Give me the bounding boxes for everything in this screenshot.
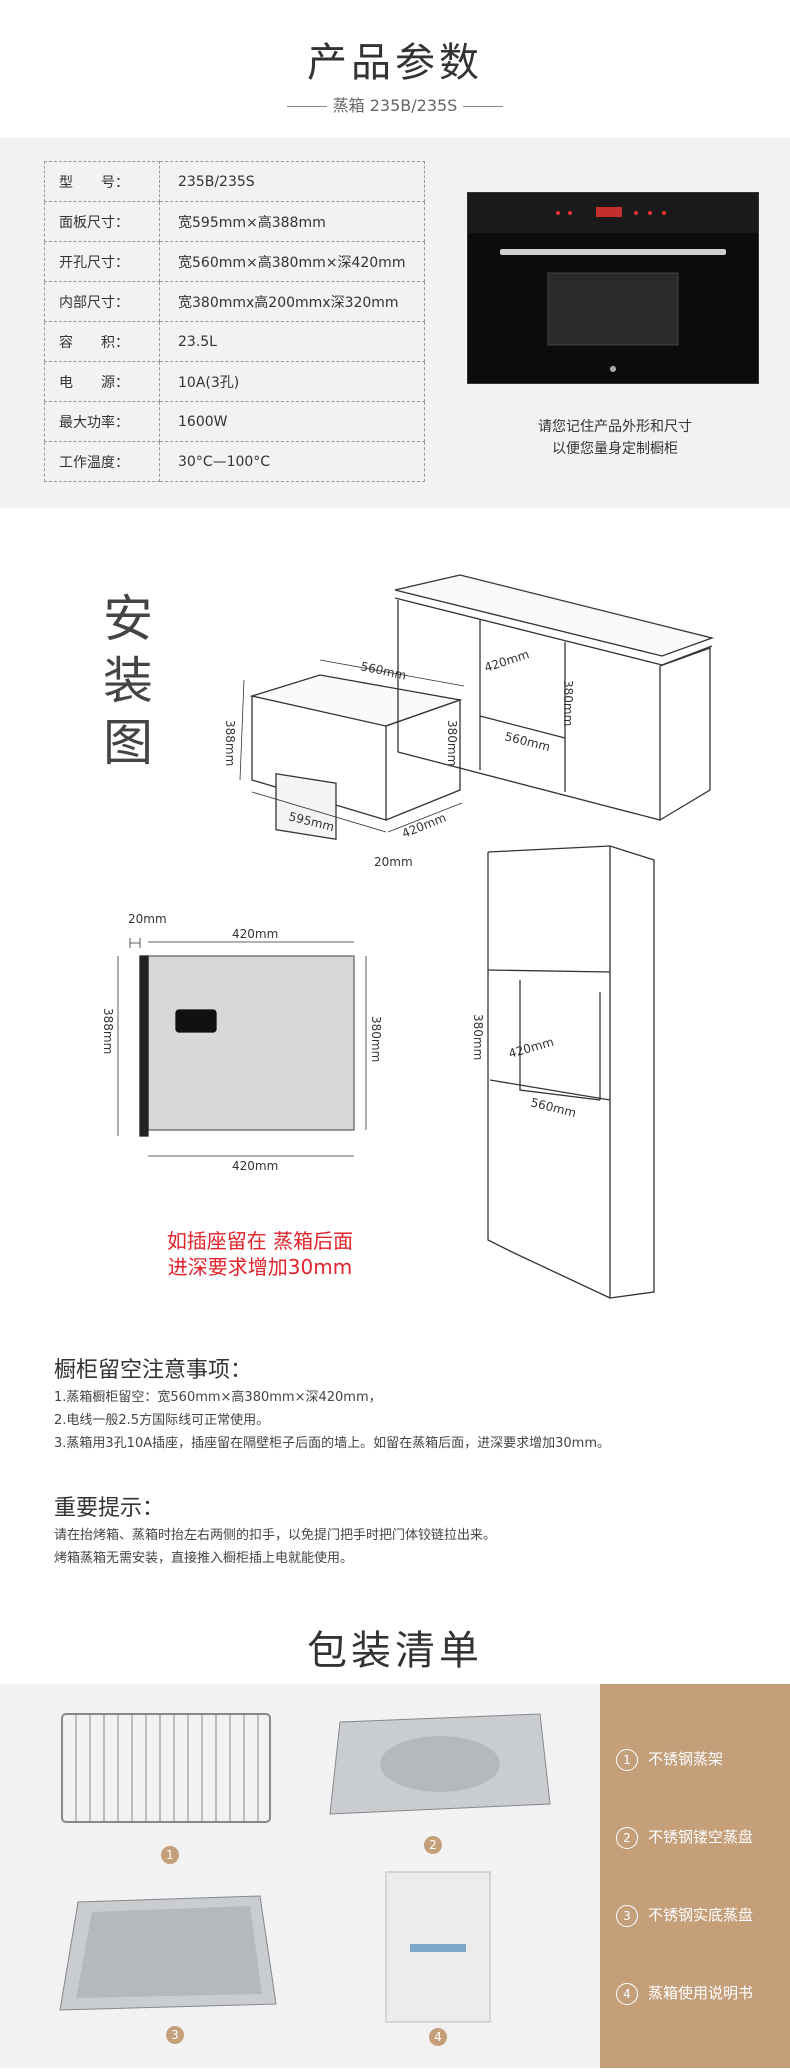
param-value: 235B/235S <box>159 161 425 202</box>
dim-label: 560mm <box>529 1095 577 1120</box>
install-label: 安 装 图 <box>98 588 158 774</box>
dim-label: 560mm <box>359 659 407 682</box>
important-list: 请在抬烤箱、蒸箱时抬左右两侧的扣手，以免提门把手时把门体铰链拉出来。 烤箱蒸箱无… <box>54 1524 754 1570</box>
page-title: 产品参数 <box>307 40 483 86</box>
table-row: 内部尺寸：宽380mmx高200mmx深320mm <box>44 281 425 322</box>
item-number: 4 <box>616 1982 638 2005</box>
dim-label: 420mm <box>483 647 531 675</box>
list-item: 烤箱蒸箱无需安装，直接推入橱柜插上电就能使用。 <box>54 1551 354 1566</box>
param-value: 30°C—100°C <box>159 441 425 482</box>
params-table: 型 号：235B/235S 面板尺寸：宽595mm×高388mm 开孔尺寸：宽5… <box>44 161 425 482</box>
install-diagrams: 560mm 388mm 380mm 595mm 420mm 20mm 420mm… <box>101 574 715 1299</box>
table-row: 型 号：235B/235S <box>44 161 425 202</box>
perforated-tray-image <box>329 1713 551 1815</box>
table-row: 面板尺寸：宽595mm×高388mm <box>44 201 425 242</box>
dim-label: 388mm <box>101 1008 115 1054</box>
packing-illustrations <box>59 1713 551 2023</box>
list-item: 1 不锈钢蒸架 <box>616 1748 723 1771</box>
cabinet-notes-title: 橱柜留空注意事项： <box>54 1358 253 1383</box>
param-value: 10A(3孔) <box>159 361 425 402</box>
page-subtitle: 蒸箱 235B/235S <box>0 92 790 116</box>
item-number: 2 <box>616 1826 638 1849</box>
dim-label: 380mm <box>561 680 575 726</box>
list-item: 3 不锈钢实底蒸盘 <box>616 1904 753 1927</box>
item-number: 3 <box>616 1904 638 1927</box>
param-key: 容 积： <box>44 321 160 362</box>
dim-label: 420mm <box>232 927 278 941</box>
image-number-badge: 2 <box>424 1836 442 1854</box>
list-item: 4 蒸箱使用说明书 <box>616 1982 753 2005</box>
list-item: 1.蒸箱橱柜留空：宽560mm×高380mm×深420mm， <box>54 1390 382 1405</box>
oven-photo: ● <box>467 192 759 384</box>
dim-label: 380mm <box>471 1014 485 1060</box>
socket-note-line: 进深要求增加30mm <box>167 1255 353 1279</box>
table-row: 容 积：23.5L <box>44 321 425 362</box>
table-row: 开孔尺寸：宽560mm×高380mm×深420mm <box>44 241 425 282</box>
param-value: 1600W <box>159 401 425 442</box>
install-label-char: 装 <box>103 652 153 710</box>
cabinet-diagram <box>394 574 715 821</box>
item-label: 蒸箱使用说明书 <box>648 1984 754 2002</box>
param-value: 23.5L <box>159 321 425 362</box>
dim-label: 388mm <box>223 720 237 766</box>
socket-note-line: 如插座留在 蒸箱后面 <box>166 1229 354 1253</box>
subtitle-text: 蒸箱 235B/235S <box>332 96 458 115</box>
side-view-diagram <box>117 938 367 1157</box>
oven-note-line: 请您记住产品外形和尺寸 <box>538 419 692 435</box>
param-key: 工作温度： <box>44 441 160 482</box>
important-title: 重要提示： <box>54 1496 165 1521</box>
oven-illustration: ● <box>468 193 758 383</box>
svg-text:●: ● <box>610 364 617 373</box>
param-key: 最大功率： <box>44 401 160 442</box>
list-item: 2.电线一般2.5方国际线可正常使用。 <box>54 1413 270 1428</box>
dim-label: 20mm <box>374 855 413 869</box>
dim-label: 20mm <box>128 912 167 926</box>
manual-image <box>385 1871 491 2023</box>
dim-label: 420mm <box>507 1035 555 1061</box>
steam-rack-image <box>61 1713 271 1823</box>
image-number-badge: 4 <box>429 2028 447 2046</box>
item-label: 不锈钢镂空蒸盘 <box>648 1828 754 1846</box>
cabinet-notes-list: 1.蒸箱橱柜留空：宽560mm×高380mm×深420mm， 2.电线一般2.5… <box>54 1386 754 1455</box>
packing-title: 包装清单 <box>307 1628 483 1674</box>
table-row: 电 源：10A(3孔) <box>44 361 425 402</box>
oven-note-line: 以便您量身定制橱柜 <box>552 441 678 457</box>
item-number: 1 <box>616 1748 638 1771</box>
param-value: 宽380mmx高200mmx深320mm <box>159 281 425 322</box>
param-key: 开孔尺寸： <box>44 241 160 282</box>
table-row: 工作温度：30°C—100°C <box>44 441 425 482</box>
divider <box>463 106 504 107</box>
install-label-char: 图 <box>103 714 153 772</box>
packing-list: 1 不锈钢蒸架 2 不锈钢镂空蒸盘 3 不锈钢实底蒸盘 4 蒸箱使用说明书 <box>600 1684 790 2068</box>
packing-images: 1 2 3 4 <box>0 1684 600 2068</box>
param-key: 面板尺寸： <box>44 201 160 242</box>
solid-tray-image <box>59 1895 277 2011</box>
dim-label: 380mm <box>369 1016 383 1062</box>
image-number-badge: 3 <box>166 2026 184 2044</box>
dim-label: 420mm <box>232 1159 278 1173</box>
dim-label: 420mm <box>400 810 448 840</box>
item-label: 不锈钢蒸架 <box>648 1750 724 1768</box>
param-value: 宽595mm×高388mm <box>159 201 425 242</box>
table-row: 最大功率：1600W <box>44 401 425 442</box>
dim-label: 380mm <box>445 720 459 766</box>
list-item: 3.蒸箱用3孔10A插座，插座留在隔壁柜子后面的墙上。如留在蒸箱后面，进深要求增… <box>54 1436 610 1451</box>
param-value: 宽560mm×高380mm×深420mm <box>159 241 425 282</box>
param-key: 内部尺寸： <box>44 281 160 322</box>
oven-note: 请您记住产品外形和尺寸 以便您量身定制橱柜 <box>470 416 760 460</box>
item-label: 不锈钢实底蒸盘 <box>648 1906 754 1924</box>
install-label-char: 安 <box>103 590 153 648</box>
list-item: 请在抬烤箱、蒸箱时抬左右两侧的扣手，以免提门把手时把门体铰链拉出来。 <box>54 1528 497 1543</box>
tall-cabinet-diagram <box>487 845 655 1299</box>
list-item: 2 不锈钢镂空蒸盘 <box>616 1826 753 1849</box>
oven-iso-diagram <box>239 659 465 840</box>
param-key: 型 号： <box>44 161 160 202</box>
param-key: 电 源： <box>44 361 160 402</box>
image-number-badge: 1 <box>161 1846 179 1864</box>
socket-note: 如插座留在 蒸箱后面 进深要求增加30mm <box>110 1228 410 1280</box>
divider <box>286 106 327 107</box>
